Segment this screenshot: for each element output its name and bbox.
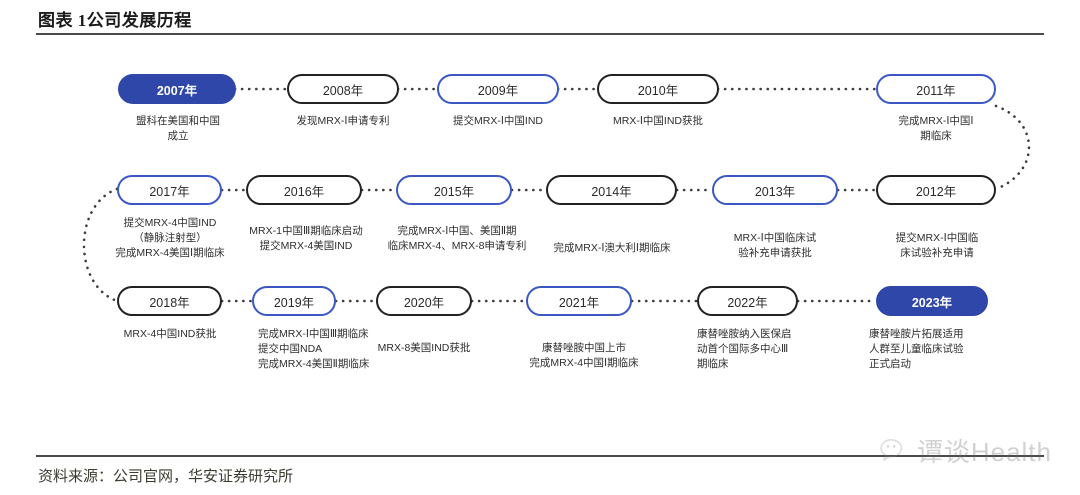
timeline-caption-2020: MRX-8美国IND获批 (377, 342, 471, 354)
timeline-node-2012[interactable]: 2012年 (876, 175, 996, 205)
timeline-node-2017[interactable]: 2017年 (117, 175, 222, 205)
footer-divider (36, 455, 1044, 457)
node-year-label: 2023年 (911, 295, 953, 310)
timeline-node-2008[interactable]: 2008年 (287, 74, 399, 104)
timeline-node-2011[interactable]: 2011年 (876, 74, 996, 104)
node-year-label: 2011年 (916, 83, 956, 98)
node-year-label: 2009年 (477, 83, 519, 98)
timeline-node-2023[interactable]: 2023年 (876, 286, 988, 316)
page-title: 图表 1公司发展历程 (38, 11, 192, 30)
watermark-text: 谭谈Health (916, 437, 1052, 467)
source-note: 资料来源：公司官网，华安证券研究所 (38, 469, 294, 485)
timeline-node-2015[interactable]: 2015年 (396, 175, 512, 205)
timeline-caption-2010: MRX-Ⅰ中国IND获批 (612, 115, 703, 127)
node-year-label: 2013年 (754, 184, 796, 199)
watermark: 谭谈Health (880, 432, 1052, 469)
timeline-node-2020[interactable]: 2020年 (376, 286, 472, 316)
timeline-caption-2019: 完成MRX-Ⅰ中国Ⅲ期临床 提交中国NDA 完成MRX-4美国Ⅱ期临床 (258, 328, 370, 370)
node-year-label: 2012年 (915, 184, 957, 199)
timeline-caption-2008: 发现MRX-Ⅰ申请专利 (296, 115, 390, 127)
timeline-caption-2012: 提交MRX-Ⅰ中国临 床试验补充申请 (895, 232, 979, 259)
timeline-node-2009[interactable]: 2009年 (437, 74, 559, 104)
timeline-node-2013[interactable]: 2013年 (712, 175, 838, 205)
timeline-caption-2023: 康替唑胺片拓展适用 人群至儿童临床试验 正式启动 (869, 328, 964, 370)
timeline-node-2007[interactable]: 2007年 (118, 74, 236, 104)
timeline-caption-2017: 提交MRX-4中国IND （静脉注射型） 完成MRX-4美国Ⅰ期临床 (115, 217, 225, 259)
timeline-node-2010[interactable]: 2010年 (597, 74, 719, 104)
timeline-node-2021[interactable]: 2021年 (526, 286, 632, 316)
timeline-caption-2018: MRX-4中国IND获批 (123, 328, 217, 340)
timeline-caption-2009: 提交MRX-Ⅰ中国IND (452, 115, 543, 127)
node-year-label: 2007年 (156, 83, 198, 98)
node-year-label: 2021年 (558, 295, 600, 310)
node-year-label: 2018年 (149, 295, 190, 310)
timeline-node-2014[interactable]: 2014年 (546, 175, 677, 205)
node-year-label: 2020年 (403, 295, 445, 310)
timeline-node-2018[interactable]: 2018年 (117, 286, 222, 316)
node-year-label: 2008年 (322, 83, 364, 98)
node-year-label: 2016年 (283, 184, 325, 199)
node-year-label: 2017年 (149, 184, 190, 199)
timeline-caption-2016: MRX-1中国Ⅲ期临床启动 提交MRX-4美国IND (249, 225, 363, 252)
timeline-caption-2021: 康替唑胺中国上市 完成MRX-4中国Ⅰ期临床 (529, 342, 639, 369)
timeline-node-2019[interactable]: 2019年 (252, 286, 336, 316)
timeline-caption-2015: 完成MRX-Ⅰ中国、美国Ⅱ期 临床MRX-4、MRX-8申请专利 (387, 225, 527, 252)
timeline-caption-2013: MRX-Ⅰ中国临床试 验补充申请获批 (733, 232, 817, 259)
timeline-caption-2014: 完成MRX-Ⅰ澳大利Ⅰ期临床 (553, 242, 671, 254)
timeline-caption-2022: 康替唑胺纳入医保启 动首个国际多中心Ⅲ 期临床 (697, 328, 792, 370)
node-year-label: 2019年 (273, 295, 315, 310)
timeline-caption-2007: 盟科在美国和中国 成立 (136, 115, 220, 142)
timeline-caption-2011: 完成MRX-Ⅰ中国Ⅰ 期临床 (898, 115, 974, 142)
node-year-label: 2015年 (433, 184, 475, 199)
timeline-node-2022[interactable]: 2022年 (697, 286, 798, 316)
timeline-node-2016[interactable]: 2016年 (246, 175, 362, 205)
node-year-label: 2010年 (637, 83, 679, 98)
header-divider (36, 33, 1044, 35)
wechat-icon (880, 438, 903, 461)
node-year-label: 2014年 (591, 184, 632, 199)
node-year-label: 2022年 (727, 295, 768, 310)
